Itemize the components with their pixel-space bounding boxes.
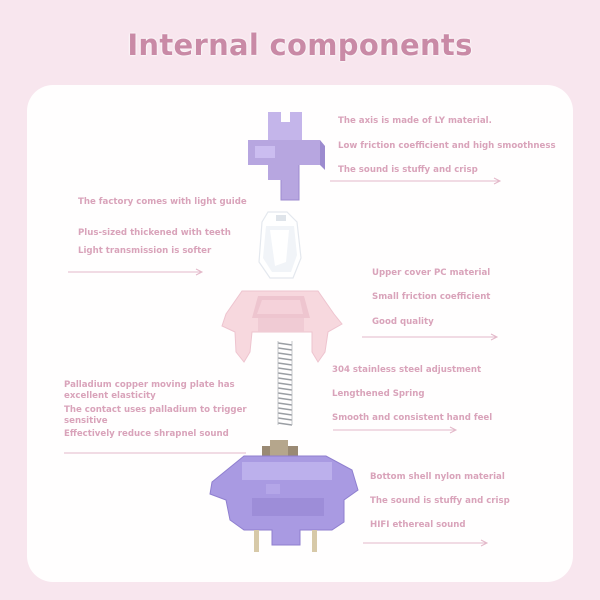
- light-guide-pointer-arrow: [195, 268, 204, 276]
- top-cover-pointer-arrow: [490, 333, 499, 341]
- light-guide-note-1: The factory comes with light guide: [78, 197, 247, 207]
- spring-note-1: 304 stainless steel adjustment: [332, 365, 482, 375]
- spring-part: [277, 341, 293, 426]
- contacts-note-3: Effectively reduce shrapnel sound: [64, 429, 229, 439]
- contacts-note-2: The contact uses palladium to trigger se…: [64, 405, 247, 426]
- top-cover-part: [221, 290, 343, 363]
- stem-note-1: The axis is made of LY material.: [338, 116, 492, 126]
- contacts-note-1: Palladium copper moving plate has excell…: [64, 380, 235, 401]
- spring-note-3: Smooth and consistent hand feel: [332, 413, 493, 423]
- bottom-note-1: Bottom shell nylon material: [370, 472, 505, 482]
- light-guide-note-2: Plus-sized thickened with teeth: [78, 228, 231, 238]
- stem-note-2: Low friction coefficient and high smooth…: [338, 141, 556, 151]
- spring-pointer-arrow: [449, 426, 458, 434]
- stem-part: [248, 112, 325, 201]
- page-title: Internal components: [127, 28, 473, 62]
- bottom-note-3: HIFI ethereal sound: [370, 520, 466, 530]
- light-guide-part: [258, 211, 302, 279]
- top-cover-note-1: Upper cover PC material: [372, 268, 491, 278]
- spring-note-2: Lengthened Spring: [332, 389, 425, 399]
- pointer-lines: [64, 177, 502, 547]
- bottom-note-2: The sound is stuffy and crisp: [370, 496, 510, 506]
- bottom-housing-part: [209, 440, 359, 552]
- top-cover-note-3: Good quality: [372, 317, 434, 327]
- top-cover-note-2: Small friction coefficient: [372, 292, 491, 302]
- light-guide-note-3: Light transmission is softer: [78, 246, 212, 256]
- bottom-pointer-arrow: [480, 539, 489, 547]
- stem-note-3: The sound is stuffy and crisp: [338, 165, 478, 175]
- stem-pointer-arrow: [493, 177, 502, 185]
